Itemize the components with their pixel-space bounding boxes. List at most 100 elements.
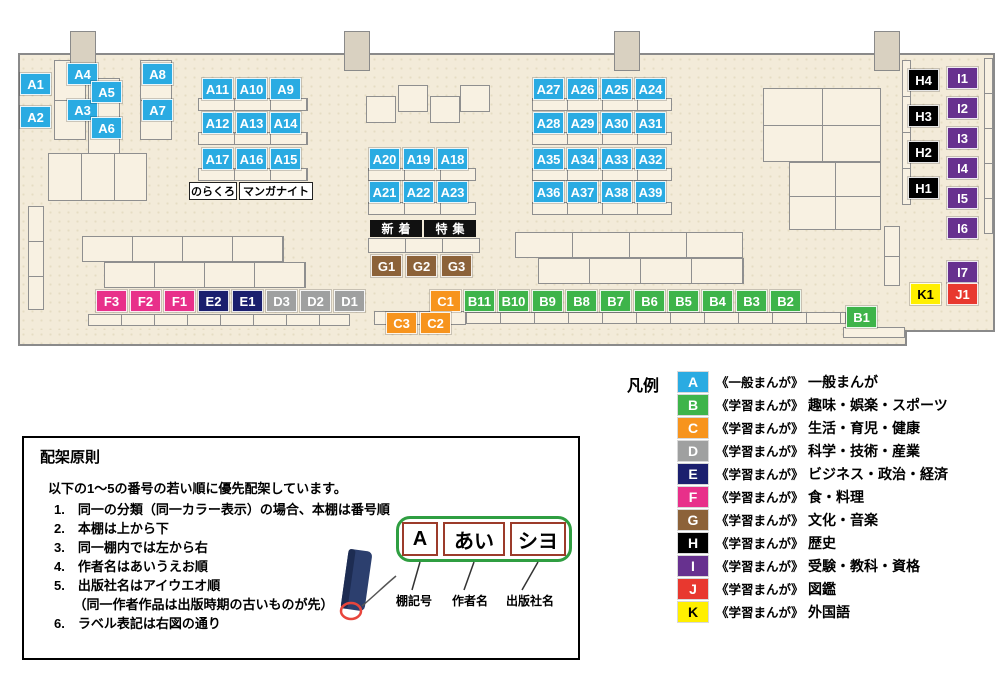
legend-row-J: J 《学習まんが》図鑑: [678, 577, 948, 600]
legend-letter-C: C: [678, 417, 708, 438]
shelf-block: [368, 238, 480, 253]
legend-title: 凡例: [627, 378, 660, 395]
shelf-block: [902, 60, 911, 205]
legend-letter-A: A: [678, 371, 708, 392]
legend-category: 科学・技術・産業: [808, 442, 920, 459]
legend-category: 歴史: [808, 534, 836, 551]
shelf-block: [984, 58, 993, 234]
legend-letter-J: J: [678, 578, 708, 599]
principles-intro: 以下の1～5の番号の若い順に優先配架しています。: [48, 481, 347, 496]
legend-row-A: A 《一般まんが》一般まんが: [678, 370, 948, 393]
shelf-block: [198, 168, 308, 181]
legend-type: 《学習まんが》: [716, 422, 804, 436]
shelf-block: [82, 236, 284, 262]
shelf-block: [466, 312, 846, 324]
wall-left: [18, 53, 20, 346]
shelf-block: [88, 78, 120, 158]
shelf-block: [532, 98, 672, 111]
wall-right: [993, 53, 995, 332]
principle-item: 1. 同一の分類（同一カラー表示）の場合、本棚は番号順: [54, 502, 390, 517]
legend-type: 《学習まんが》: [716, 399, 804, 413]
shelf-block: [884, 226, 900, 286]
legend-row-K: K 《学習まんが》外国語: [678, 600, 948, 623]
shelf-block: [368, 168, 476, 181]
shelf-block: [198, 98, 308, 111]
legend-row-C: C《学習まんが》生活・育児・健康: [678, 416, 948, 439]
shelf-block: [532, 202, 672, 215]
principles-title: 配架原則: [40, 449, 101, 466]
shelf-block: [532, 132, 672, 145]
shelf-block: [398, 85, 428, 112]
example-caption-2: 出版社名: [506, 594, 555, 608]
shelf-block: [198, 132, 308, 145]
principle-item: 4. 作者名はあいうえお順: [54, 559, 208, 574]
legend-row-F: F《学習まんが》食・料理: [678, 485, 948, 508]
legend-category: ビジネス・政治・経済: [808, 465, 948, 482]
wall-bottom: [18, 344, 907, 346]
legend-letter-F: F: [678, 486, 708, 507]
wall-top: [18, 53, 995, 55]
pillar: [70, 31, 96, 71]
example-cell-1: あい: [443, 522, 505, 556]
floor-area-lower: [19, 330, 905, 344]
legend-category: 趣味・娯楽・スポーツ: [808, 396, 948, 413]
legend-row-H: H 《学習まんが》歴史: [678, 531, 948, 554]
wall-bottom-right: [905, 330, 995, 332]
example-connector-lines: [411, 561, 539, 591]
example-cell-0: A: [402, 522, 438, 556]
shelf-block: [532, 168, 672, 181]
legend-type: 《学習まんが》: [716, 606, 804, 620]
legend-letter-H: H: [678, 532, 708, 553]
principle-item: 5. 出版社名はアイウエオ順: [54, 578, 221, 593]
legend-row-G: G 《学習まんが》文化・音楽: [678, 508, 948, 531]
wall-step: [905, 330, 907, 346]
principle-item: 2. 本棚は上から下: [54, 521, 169, 536]
legend-category: 受験・教科・資格: [808, 557, 920, 574]
legend-type: 《学習まんが》: [716, 583, 804, 597]
pillar: [874, 31, 900, 71]
principle-item: 6. ラベル表記は右図の通り: [54, 616, 221, 631]
example-cell-2: シヨ: [510, 522, 566, 556]
example-caption-1: 作者名: [452, 594, 489, 608]
legend-letter-G: G: [678, 509, 708, 530]
legend-type: 《学習まんが》: [716, 468, 804, 482]
shelf-block: [104, 262, 306, 288]
example-caption-0: 棚記号: [396, 594, 433, 608]
shelf-block: [28, 206, 44, 310]
legend-row-I: I 《学習まんが》受験・教科・資格: [678, 554, 948, 577]
legend-type: 《一般まんが》: [716, 376, 804, 390]
principle-item: （同一作者作品は出版時期の古いものが先）: [54, 597, 334, 612]
shelf-block: [843, 327, 905, 338]
pillar: [344, 31, 370, 71]
legend-type: 《学習まんが》: [716, 537, 804, 551]
legend-letter-D: D: [678, 440, 708, 461]
legend-row-B: B《学習まんが》趣味・娯楽・スポーツ: [678, 393, 948, 416]
shelf-block: [789, 162, 881, 230]
shelf-block: [88, 314, 350, 326]
book-spine-icon: [339, 549, 397, 621]
shelf-block: [430, 96, 460, 123]
legend-category: 文化・音楽: [808, 511, 878, 528]
legend-type: 《学習まんが》: [716, 491, 804, 505]
shelf-block: [515, 232, 743, 258]
shelf-block: [763, 88, 881, 162]
legend-category: 図鑑: [808, 580, 836, 597]
legend-category: 一般まんが: [808, 373, 878, 390]
legend-category: 外国語: [808, 603, 850, 620]
legend-row-D: D《学習まんが》科学・技術・産業: [678, 439, 948, 462]
principle-item: 3. 同一棚内では左から右: [54, 540, 208, 555]
shelf-block: [368, 202, 476, 215]
principles-list: 1. 同一の分類（同一カラー表示）の場合、本棚は番号順 2. 本棚は上から下 3. …: [54, 500, 390, 633]
shelf-block: [140, 60, 172, 140]
legend-letter-K: K: [678, 601, 708, 622]
legend-type: 《学習まんが》: [716, 560, 804, 574]
legend-letter-I: I: [678, 555, 708, 576]
shelf-block: [54, 60, 86, 140]
shelf-block: [366, 96, 396, 123]
legend-type: 《学習まんが》: [716, 514, 804, 528]
legend-row-E: E《学習まんが》ビジネス・政治・経済: [678, 462, 948, 485]
shelf-block: [48, 153, 147, 201]
